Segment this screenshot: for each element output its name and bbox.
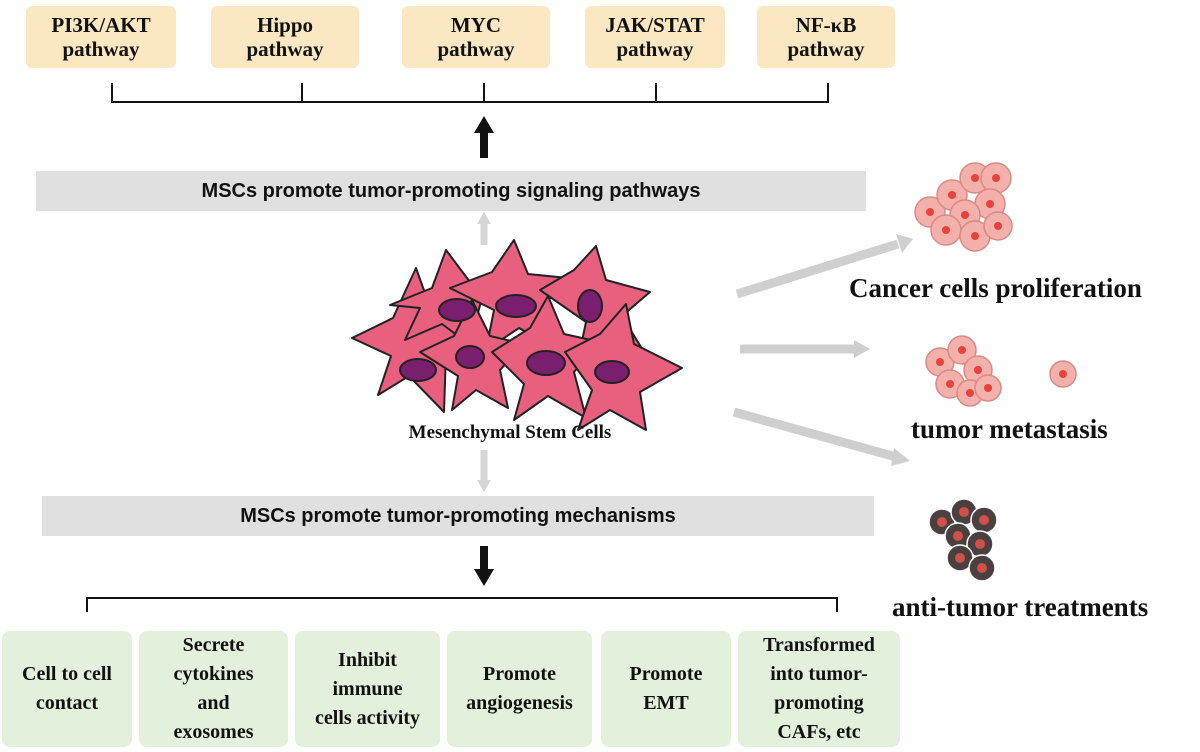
pathway-box-jak-stat: JAK/STAT pathway	[585, 6, 725, 68]
resistant-cell	[970, 506, 998, 534]
pathway-box-myc: MYC pathway	[402, 6, 550, 68]
connector-arrowhead-up	[477, 212, 491, 224]
pathway-name: Hippo	[256, 13, 314, 37]
outcome-treatments: anti-tumor treatments	[892, 592, 1149, 622]
mechanism-box-angiogenesis: Promote angiogenesis	[447, 631, 592, 747]
msc-nucleus	[399, 358, 437, 382]
pathway-box-hippo: Hippo pathway	[211, 6, 359, 68]
cancer-cell	[983, 211, 1013, 241]
mechanism-box-cafs: Transformed into tumor- promoting CAFs, …	[738, 631, 900, 747]
arrowhead-proliferation	[896, 234, 913, 253]
migrating-cancer-cell	[1049, 360, 1077, 388]
msc-nucleus	[577, 289, 603, 323]
pathway-name: PI3K/AKT	[51, 13, 151, 37]
outcome-metastasis: tumor metastasis	[911, 414, 1108, 444]
msc-nucleus	[495, 294, 537, 318]
pathway-suffix: pathway	[616, 37, 694, 61]
msc-cell	[389, 249, 506, 346]
mechanism-line: Transformed	[763, 634, 875, 656]
metastasis-cells-illustration	[925, 335, 1077, 407]
pathway-suffix: pathway	[437, 37, 515, 61]
mechanism-box-emt: Promote EMT	[601, 631, 731, 747]
top-bracket	[111, 83, 829, 103]
mechanism-line: angiogenesis	[466, 692, 573, 714]
mechanism-line: Inhibit	[338, 648, 397, 671]
resistant-cell	[968, 554, 996, 582]
pathway-name: MYC	[450, 13, 502, 37]
mesenchymal-stem-cells-illustration	[351, 239, 683, 431]
pathway-box-nf-kb: NF-κB pathway	[757, 6, 895, 68]
band-text: MSCs promote tumor-promoting signaling p…	[201, 179, 701, 202]
mechanism-line: EMT	[643, 692, 689, 714]
treatment-resistant-cells-illustration	[928, 498, 998, 582]
mechanism-line: contact	[35, 692, 99, 714]
mechanisms-band: MSCs promote tumor-promoting mechanisms	[42, 496, 874, 536]
mechanism-line: promoting	[774, 692, 864, 714]
msc-nucleus	[438, 298, 476, 322]
cancer-cell	[930, 214, 962, 246]
mechanism-line: into tumor-	[770, 663, 868, 685]
connector-arrowhead-down	[477, 480, 491, 492]
signaling-pathways-band: MSCs promote tumor-promoting signaling p…	[36, 171, 866, 211]
cancer-cell	[980, 162, 1012, 194]
msc-label: Mesenchymal Stem Cells	[408, 422, 612, 443]
outcome-proliferation: Cancer cells proliferation	[849, 273, 1142, 303]
mechanism-line: cells activity	[315, 706, 420, 729]
cancer-cell	[959, 220, 991, 252]
mechanism-box-secrete-cytokines: Secrete cytokines and exosomes	[139, 631, 288, 747]
up-arrow	[474, 116, 494, 158]
pathway-suffix: pathway	[246, 37, 324, 61]
mechanism-line: Secrete	[182, 634, 245, 656]
mechanism-line: immune	[332, 677, 403, 700]
pathway-box-pi3k-akt: PI3K/AKT pathway	[26, 6, 176, 68]
arrowhead-treatments	[891, 448, 910, 466]
cancer-cell	[974, 374, 1002, 402]
mechanism-line: cytokines	[173, 663, 254, 685]
pathway-suffix: pathway	[62, 37, 140, 61]
pathway-suffix: pathway	[787, 37, 865, 61]
pathway-name: NF-κB	[795, 13, 857, 37]
msc-nucleus	[455, 345, 485, 369]
band-text: MSCs promote tumor-promoting mechanisms	[240, 504, 676, 527]
outcome-arrows	[732, 239, 900, 462]
mechanism-line: exosomes	[173, 721, 254, 743]
mechanism-line: Cell to cell	[22, 663, 112, 685]
msc-nucleus	[526, 350, 566, 376]
bottom-bracket	[86, 597, 838, 612]
mechanism-line: Promote	[629, 663, 703, 685]
msc-nucleus	[594, 360, 630, 384]
mechanism-line: and	[197, 692, 230, 714]
proliferating-cancer-cells-illustration	[914, 162, 1013, 252]
pathway-name: JAK/STAT	[605, 13, 705, 37]
mechanism-line: CAFs, etc	[777, 721, 861, 743]
cancer-cell	[947, 335, 977, 365]
down-arrow	[474, 546, 494, 586]
mechanism-box-cell-contact: Cell to cell contact	[2, 631, 132, 747]
arrowhead-metastasis	[854, 340, 870, 358]
mechanism-line: Promote	[483, 663, 556, 685]
mechanism-box-inhibit-immune: Inhibit immune cells activity	[295, 631, 440, 747]
